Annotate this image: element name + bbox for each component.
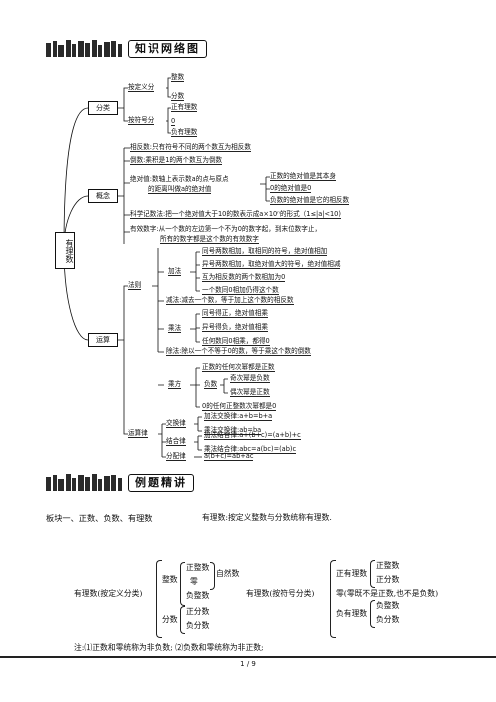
concept-sig-line1: 有效数字:从一个数的左边第一个不为0的数字起，到末位数字止， (130, 225, 322, 233)
left-brace (156, 560, 162, 638)
right-zero: 零(零既不是正数,也不是负数) (336, 589, 439, 598)
ops-node: 运算 (88, 333, 118, 347)
int-brace (180, 562, 185, 606)
ops-pow: 乘方 (168, 380, 182, 389)
ops-comm: 交换律 (166, 419, 186, 428)
ops-laws: 运算律 (128, 429, 148, 438)
classify-by-sign: 按符号分 (128, 116, 155, 125)
classify-node: 分类 (88, 101, 118, 115)
right-brace (330, 560, 336, 638)
int-negative: 负整数 (186, 591, 210, 600)
section-definition: 有理数:按定义整数与分数统称有理数. (202, 513, 332, 522)
pos-fraction: 正分数 (376, 575, 400, 584)
natural-brace (210, 562, 215, 590)
classify-zero: 0 (171, 117, 176, 126)
section-note: 注:⑴正数和零统称为非负数; ⑵负数和零统称为非正数; (74, 643, 264, 652)
neg-integer: 负整数 (376, 601, 400, 610)
ops-mul-rule3: 任何数同0相乘，都得0 (202, 337, 270, 346)
page-number: 1 / 9 (240, 660, 256, 668)
section-banner-knowledge: 知识网络图 (128, 40, 207, 58)
classify-fraction: 分数 (171, 92, 185, 101)
concept-abs-positive: 正数的绝对值是其本身 (270, 172, 336, 181)
natural-number: 自然数 (216, 569, 240, 578)
neg-brace (370, 600, 375, 628)
int-positive: 正整数 (186, 563, 210, 572)
ops-pow-zero: 0的任何正整数次幂都是0 (202, 402, 277, 411)
pos-brace (370, 560, 375, 588)
section-heading: 板块一、正数、负数、有理数 (46, 513, 153, 523)
concept-sig-line2: 所有的数字都是这个数的有效数字 (160, 235, 259, 244)
ops-dist-formula: a(b+c)=ab+ac (204, 452, 254, 461)
section-banner-examples: 例题精讲 (128, 474, 194, 492)
pos-integer: 正整数 (376, 561, 400, 570)
classify-integer: 整数 (171, 73, 185, 82)
ops-sub: 减法:减去一个数，等于加上这个数的相反数 (166, 296, 294, 305)
books-decoration (46, 40, 123, 57)
ops-mul-rule2: 异号得负，绝对值相乘 (202, 323, 268, 332)
concept-node: 概念 (88, 189, 118, 203)
concept-abs-zero: 0的绝对值是0 (270, 184, 312, 193)
ops-add-rule3: 互为相反数的两个数相加为0 (202, 273, 286, 282)
concept-scientific: 科学记数法:把一个绝对值大于10的数表示成a×10ⁿ的形式（1≤|a|<10) (130, 210, 341, 219)
ops-add-rule2: 异号两数相加，取绝对值大的符号，绝对值相减 (202, 260, 341, 269)
root-node: 有理数 (55, 232, 75, 269)
ops-add-rule1: 同号两数相加，取相同的符号，绝对值相加 (202, 247, 328, 256)
classify-by-def: 按定义分 (128, 83, 155, 92)
neg-fraction: 负分数 (376, 615, 400, 624)
concept-abs-line1: 绝对值:数轴上表示数a的点与原点 (130, 175, 229, 183)
mindmap-connectors (63, 77, 270, 458)
frac-brace (180, 606, 185, 634)
concept-opposite: 相反数:只有符号不同的两个数互为相反数 (130, 143, 251, 152)
ops-pow-odd: 奇次幂是负数 (230, 374, 270, 383)
ops-assoc-mul: 乘法结合律:abc=a(bc)=(ab)c (204, 445, 297, 454)
right-positive: 正有理数 (336, 569, 368, 578)
left-title: 有理数(按定义分类) (74, 589, 143, 598)
ops-dist: 分配律 (166, 452, 186, 461)
frac-positive: 正分数 (186, 607, 210, 616)
ops-add: 加法 (168, 267, 182, 276)
left-integer: 整数 (162, 575, 178, 584)
ops-div: 除法:除以一个不等于0的数，等于乘这个数的倒数 (166, 347, 311, 356)
ops-pow-negative: 负数 (204, 380, 218, 389)
concept-abs-line2: 的距离叫做a的绝对值 (148, 185, 212, 194)
classify-positive: 正有理数 (171, 103, 198, 112)
ops-comm-add: 加法交换律:a+b=b+a (204, 412, 273, 421)
ops-pow-even: 偶次幂是正数 (230, 388, 270, 397)
int-zero: 零 (190, 577, 198, 586)
ops-assoc: 结合律 (166, 437, 186, 446)
ops-pow-positive: 正数的任何次幂都是正数 (202, 363, 275, 372)
concept-abs-negative: 负数的绝对值是它的相反数 (270, 196, 350, 205)
books-decoration-2 (46, 474, 123, 491)
footer-divider (0, 656, 496, 658)
right-title: 有理数(按符号分类) (246, 589, 315, 598)
left-fraction: 分数 (162, 615, 178, 624)
right-negative: 负有理数 (336, 609, 368, 618)
ops-add-rule4: 一个数同0相加仍得这个数 (202, 286, 279, 295)
frac-negative: 负分数 (186, 621, 210, 630)
ops-mul-rule1: 同号得正，绝对值相乘 (202, 309, 268, 318)
ops-rules: 法则 (128, 281, 142, 290)
ops-assoc-add: 加法结合律:a+(b+c)=(a+b)+c (204, 431, 301, 440)
ops-mul: 乘法 (168, 324, 182, 333)
classify-negative: 负有理数 (171, 128, 198, 137)
concept-reciprocal: 倒数:乘积是1的两个数互为倒数 (130, 156, 223, 165)
ops-comm-mul: 乘法交换律:ab=ba (204, 426, 262, 435)
